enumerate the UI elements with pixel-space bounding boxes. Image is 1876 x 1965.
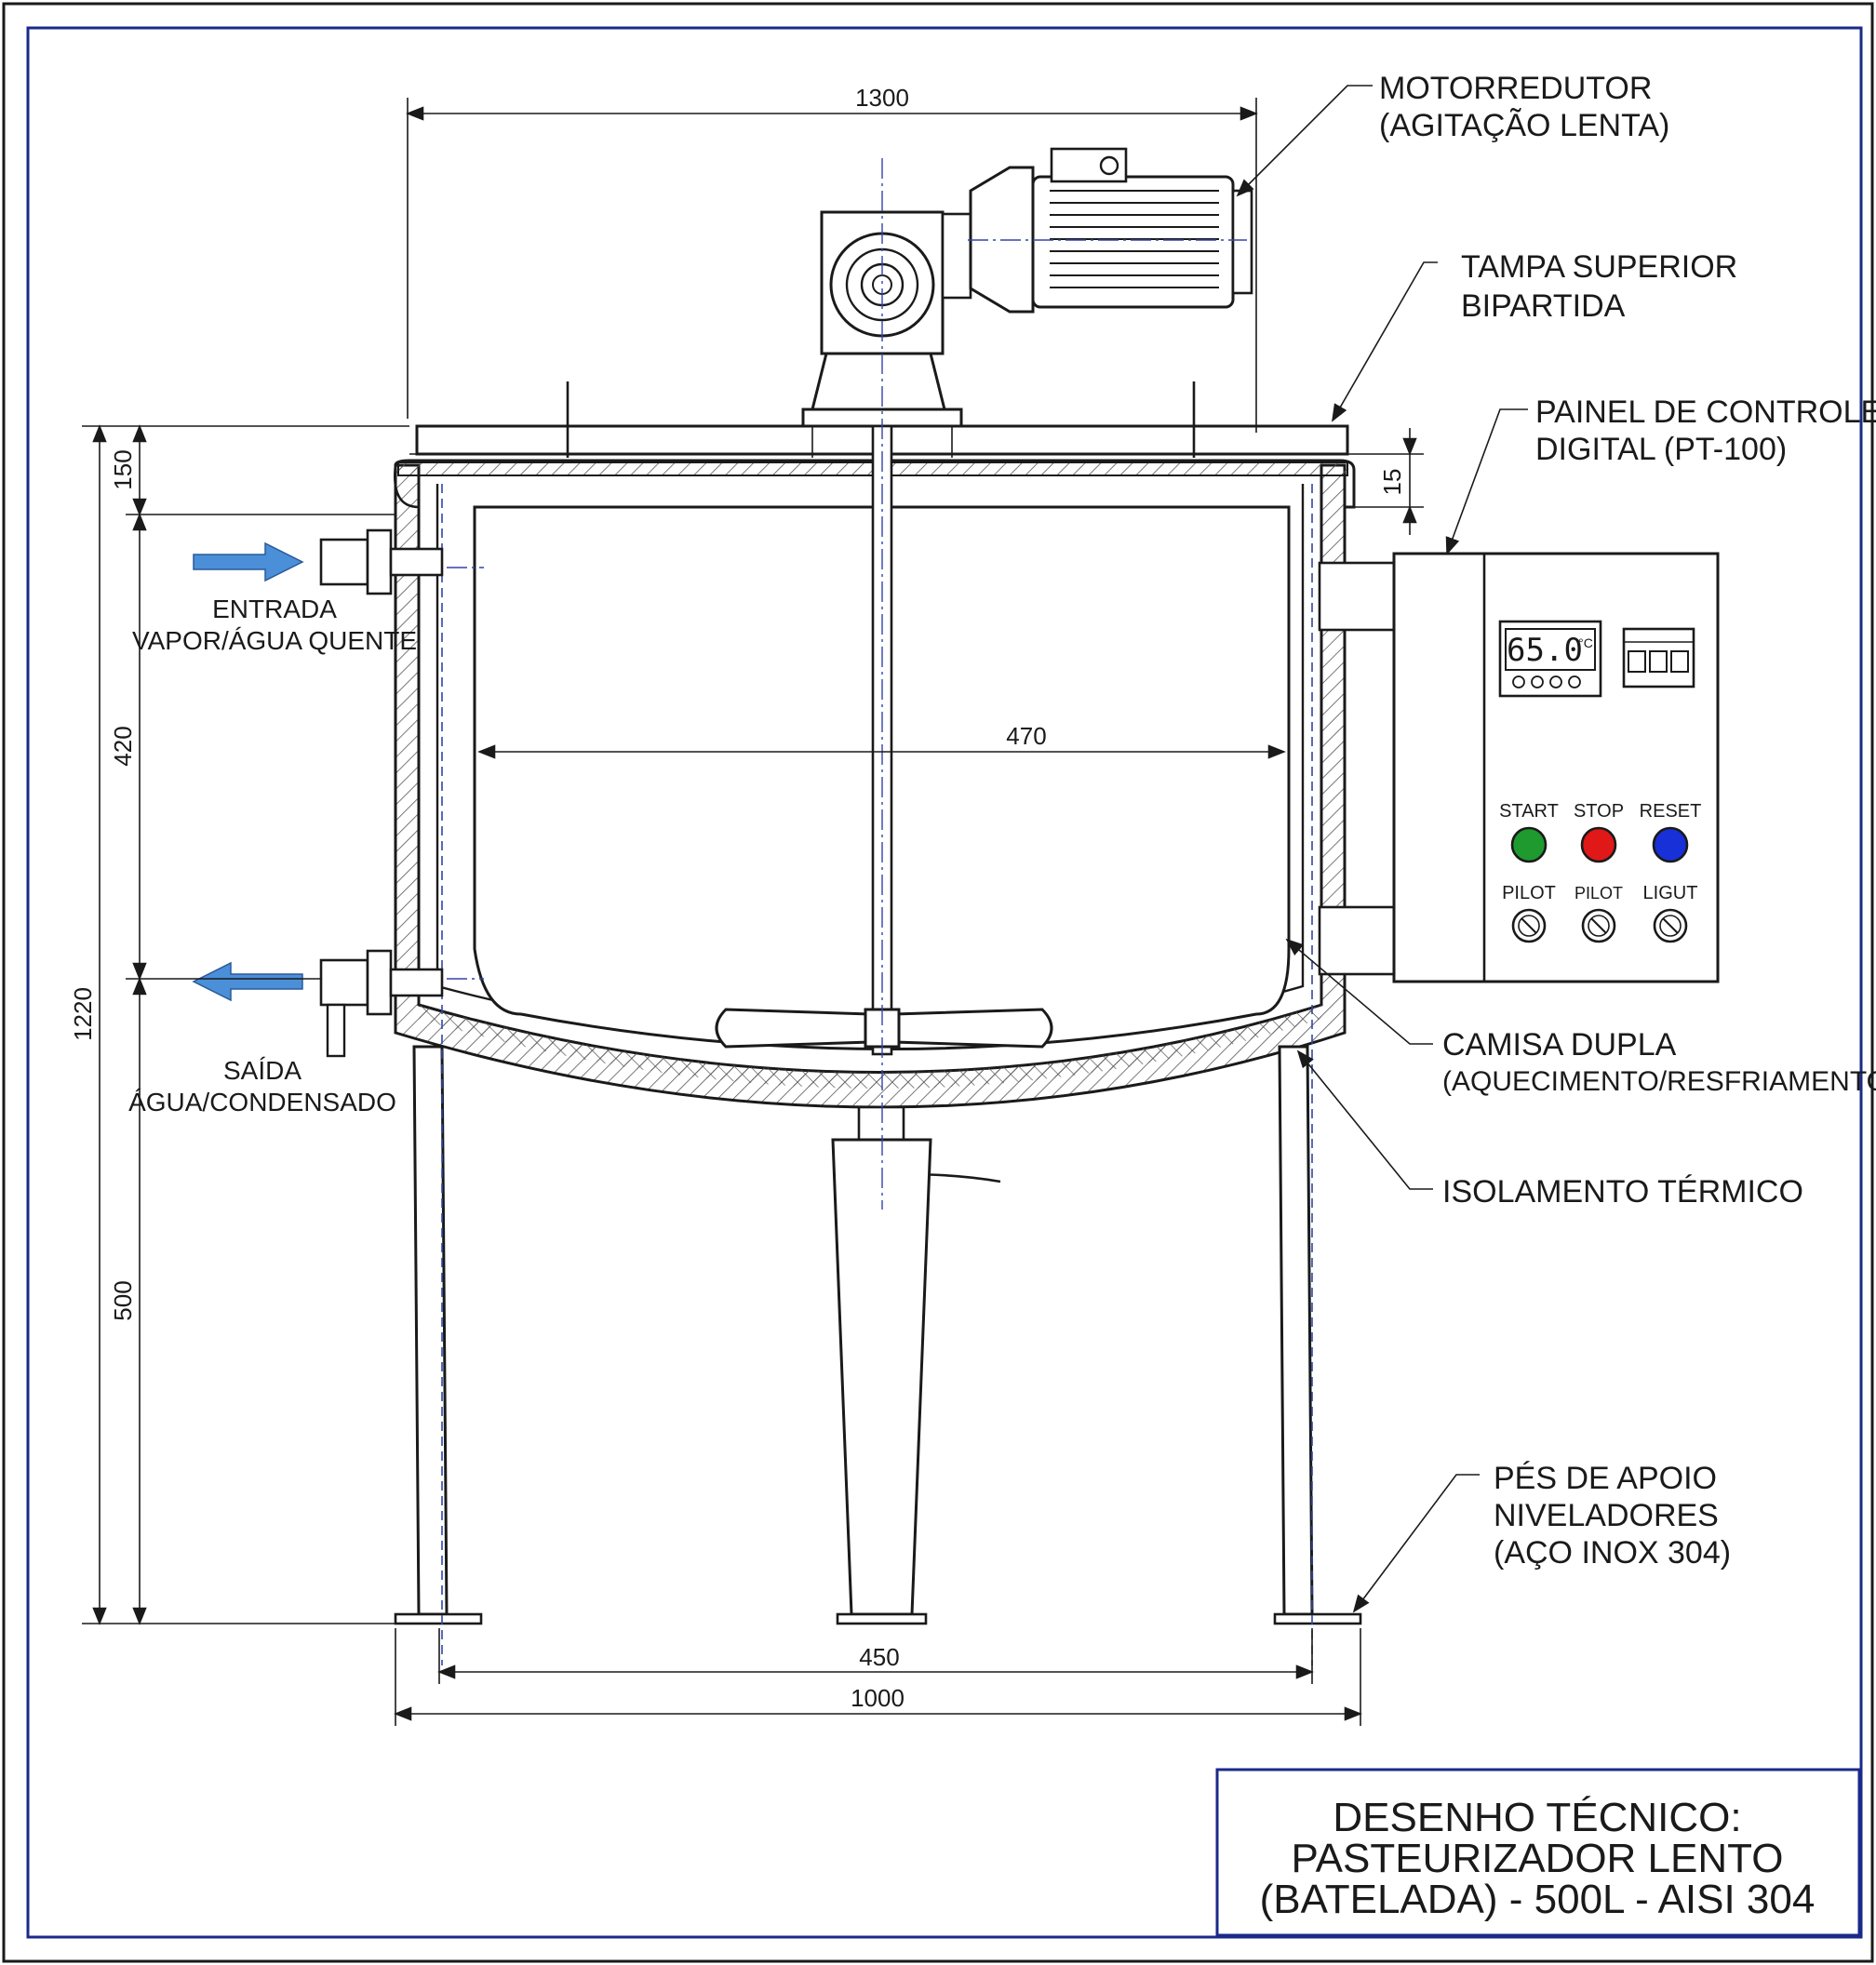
- reset-button[interactable]: [1652, 826, 1689, 863]
- bottom-insulation: [419, 1005, 1321, 1089]
- ligut-label: LIGUT: [1643, 883, 1698, 903]
- feet-label-line1: PÉS DE APOIO: [1494, 1461, 1717, 1496]
- dim-470: 470: [1006, 722, 1046, 750]
- temperature-display: 65.0: [1507, 632, 1583, 669]
- temperature-unit: °C: [1578, 635, 1593, 650]
- panel-bracket-bottom: [1318, 905, 1396, 976]
- motor-label-line2: (AGITAÇÃO LENTA): [1379, 108, 1669, 143]
- title-block: [1215, 1768, 1861, 1937]
- outlet-label-line1: SAÍDA: [223, 1056, 302, 1085]
- leg-center: [831, 1138, 932, 1616]
- dim-150: 150: [109, 449, 137, 489]
- start-button[interactable]: [1510, 826, 1548, 863]
- stop-label: STOP: [1574, 801, 1624, 822]
- dim-1300: 1300: [855, 84, 909, 112]
- controller-key[interactable]: [1549, 675, 1562, 688]
- inlet-fitting: [319, 528, 444, 595]
- controller-key[interactable]: [1568, 675, 1581, 688]
- outlet-label-line2: ÁGUA/CONDENSADO: [128, 1088, 396, 1116]
- start-label: START: [1499, 801, 1559, 822]
- lid-label-line1: TAMPA SUPERIOR: [1461, 249, 1737, 285]
- timer-module: [1622, 627, 1695, 688]
- stop-button[interactable]: [1580, 826, 1617, 863]
- dim-1000: 1000: [851, 1684, 904, 1712]
- motor-label-line1: MOTORREDUTOR: [1379, 71, 1652, 106]
- reset-label: RESET: [1640, 801, 1702, 822]
- panel-label-line1: PAINEL DE CONTROLE: [1535, 394, 1876, 430]
- controller-key[interactable]: [1531, 675, 1544, 688]
- dim-420: 420: [109, 726, 137, 766]
- leg-right: [1278, 1045, 1314, 1616]
- inner-frame: [26, 26, 1863, 1939]
- motor-support: [811, 352, 946, 411]
- outlet-flow-arrow: [192, 961, 303, 1002]
- feet-label-line3: (AÇO INOX 304): [1494, 1535, 1731, 1571]
- jacket-label-line2: (AQUECIMENTO/RESFRIAMENTO): [1442, 1066, 1876, 1097]
- panel-bracket-top: [1318, 561, 1396, 632]
- panel-label-line2: DIGITAL (PT-100): [1535, 432, 1787, 467]
- dim-1220: 1220: [69, 987, 97, 1041]
- dim-450: 450: [859, 1643, 899, 1671]
- lid-label-line2: BIPARTIDA: [1461, 288, 1626, 324]
- inlet-label-line2: VAPOR/ÁGUA QUENTE: [132, 626, 417, 655]
- jacket-label-line1: CAMISA DUPLA: [1442, 1027, 1677, 1063]
- impeller-blade-left: [715, 1008, 872, 1049]
- power-lamp: [1653, 908, 1688, 943]
- title-line2: PASTEURIZADOR LENTO: [1292, 1836, 1784, 1881]
- terminal-box: [1050, 147, 1128, 183]
- dim-500: 500: [109, 1280, 137, 1320]
- pilot-lamp-1: [1511, 908, 1547, 943]
- controller-key[interactable]: [1512, 675, 1525, 688]
- pilot-label-1: PILOT: [1502, 883, 1556, 903]
- inlet-flow-arrow: [193, 541, 304, 582]
- pilot-label-2: PILOT: [1574, 884, 1623, 902]
- dim-15: 15: [1378, 469, 1406, 496]
- title-line3: (BATELADA) - 500L - AISI 304: [1260, 1877, 1816, 1922]
- pilot-lamp-2: [1581, 908, 1616, 943]
- feet-label-line2: NIVELADORES: [1494, 1498, 1719, 1533]
- inlet-label-line1: ENTRADA: [212, 595, 337, 623]
- title-line1: DESENHO TÉCNICO:: [1333, 1795, 1741, 1840]
- insulation-label: ISOLAMENTO TÉRMICO: [1442, 1174, 1803, 1210]
- outlet-fitting: [319, 949, 444, 1058]
- impeller-blade-right: [892, 1008, 1053, 1049]
